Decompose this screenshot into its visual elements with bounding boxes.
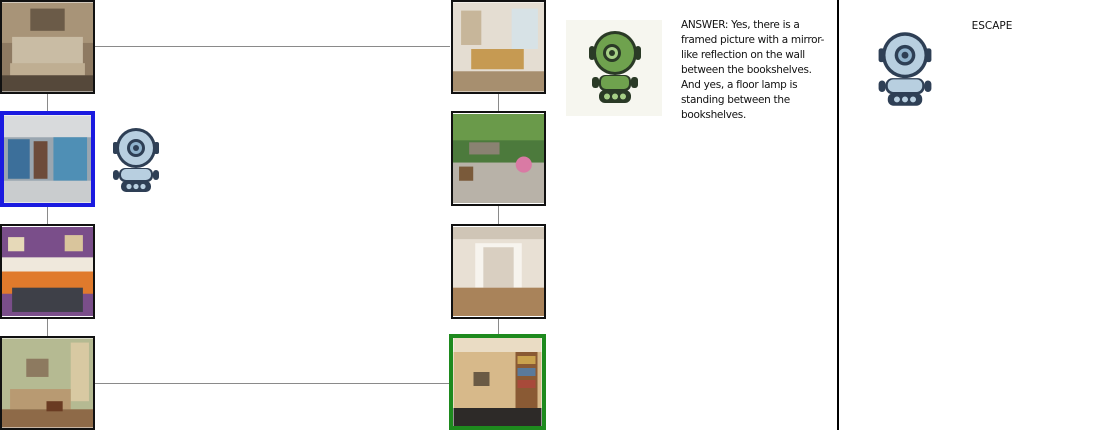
panel-divider [837,0,839,430]
edge-bedroom-livingroom2 [95,46,450,47]
orange-lounge-image [2,227,93,316]
edge-bedroom-museum [47,93,48,111]
answer-card [566,20,662,116]
edge-museum-lounge [47,206,48,224]
museum-image [4,115,91,203]
agent-robot-icon [113,128,159,192]
edge-livingroom-study [95,383,450,384]
edge-lounge-livingroom [47,318,48,336]
answer-text: ANSWER: Yes, there is a framed picture w… [681,19,825,121]
bedroom-image [2,2,93,92]
node-garden-patio[interactable] [451,111,546,206]
living-room-2-image [453,2,544,92]
answer-robot-icon [589,31,641,103]
edge-garden-empty [498,206,499,224]
node-orange-lounge[interactable] [0,224,95,319]
edge-livingroom2-garden [498,93,499,111]
escape-label: ESCAPE [971,20,1013,32]
study-image [453,338,542,426]
node-living-room[interactable] [0,336,95,430]
living-room-image [2,338,93,428]
node-study[interactable] [449,334,546,430]
node-empty-room[interactable] [451,224,546,319]
node-bedroom[interactable] [0,0,95,94]
garden-patio-image [453,114,544,203]
edge-empty-study [498,318,499,336]
empty-room-image [453,227,544,316]
node-museum[interactable] [0,111,95,207]
node-living-room-2[interactable] [451,0,546,94]
escape-robot-icon [878,32,932,106]
